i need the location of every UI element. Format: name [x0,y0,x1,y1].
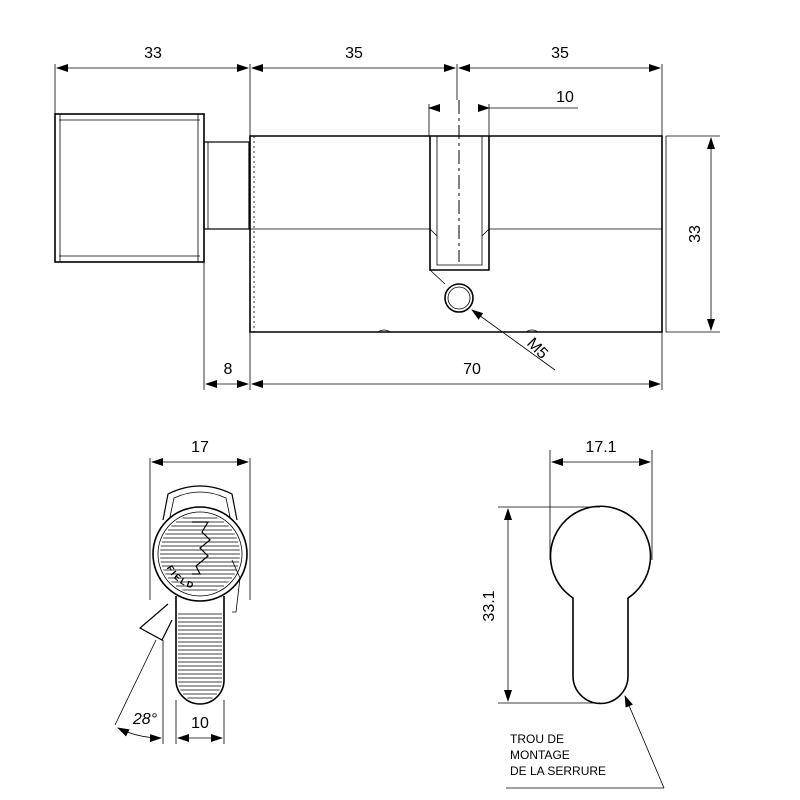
dim-grip-width: 10 [191,715,209,732]
thumbturn-front-view: FIELD 17 10 28° [114,439,251,744]
thumbturn-disc [152,506,248,602]
dim-knob-gap: 8 [224,361,233,378]
dim-body-length: 70 [463,361,481,378]
dim-cylinder-height: 33 [687,225,704,243]
cam-slot [429,100,490,271]
dim-screw-thread: M5 [523,335,551,363]
mounting-hole-note-line2: MONTAGE [510,748,570,762]
cylinder-side-view: 33 35 35 10 33 8 70 M5 [54,45,720,390]
dim-thumbturn-width: 17 [191,439,209,456]
profile-outline [549,505,652,705]
dim-profile-width: 17.1 [585,439,616,456]
mounting-hole-note-line1: TROU DE [510,732,564,746]
dim-knob-length: 33 [144,45,162,62]
cylinder-profile-view: 17.1 33.1 TROU DE MONTAGE DE LA SERRURE [481,439,665,789]
disc-hatching [160,517,240,591]
thumbturn-grip [175,596,225,705]
dim-cylinder-left: 35 [345,45,363,62]
dim-profile-height: 33.1 [481,590,498,621]
key-icon [192,521,211,575]
dim-cam-width: 10 [556,89,574,106]
grip-hatching [178,613,222,699]
dim-thumbturn-angle: 28° [132,711,158,728]
dim-cylinder-right: 35 [551,45,569,62]
cylinder-body [249,135,667,333]
knob-shaft [203,141,250,230]
knob-body [54,113,205,263]
mounting-hole-note-line3: DE LA SERRURE [510,764,606,778]
screw-hole [429,269,474,313]
brand-logo-text: FIELD [165,564,197,591]
